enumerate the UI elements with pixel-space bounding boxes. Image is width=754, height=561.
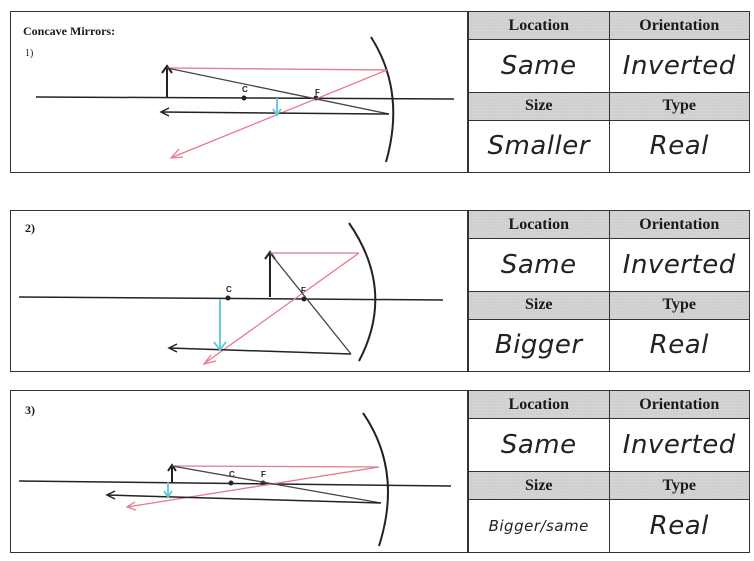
parallel-ray-arrowhead xyxy=(159,107,170,117)
type-answer: Real xyxy=(608,318,750,372)
worksheet-heading: Concave Mirrors: xyxy=(23,24,116,38)
incident-ray-parallel xyxy=(166,67,388,71)
ray-diagram-2: 2) C F xyxy=(10,210,468,372)
size-answer: Smaller xyxy=(468,119,610,173)
concave-mirror xyxy=(348,222,377,362)
type-answer: Real xyxy=(608,499,750,553)
type-answer: Real xyxy=(608,119,750,173)
size-answer: Bigger/same xyxy=(468,499,610,553)
ray-diagram-1: Concave Mirrors: 1) C F xyxy=(10,11,468,173)
location-answer: Same xyxy=(468,39,610,93)
center-point xyxy=(228,480,234,486)
orientation-answer: Inverted xyxy=(608,418,750,472)
orientation-answer: Inverted xyxy=(608,39,750,93)
center-point xyxy=(225,295,231,301)
location-header: Location xyxy=(468,11,610,40)
reflected-ray-through-focus xyxy=(204,252,360,364)
problem-1: Concave Mirrors: 1) C F Location Orienta… xyxy=(10,11,750,173)
location-answer: Same xyxy=(468,238,610,292)
problem-2: 2) C F Location Orientation Same In xyxy=(10,210,750,372)
center-label: C xyxy=(242,85,248,94)
type-header: Type xyxy=(608,91,750,121)
center-label: C xyxy=(229,470,235,479)
type-header: Type xyxy=(608,471,750,500)
principal-axis xyxy=(18,480,452,487)
orientation-header: Orientation xyxy=(608,390,750,419)
reflected-ray-parallel xyxy=(168,347,352,355)
problem-number: 2) xyxy=(25,221,35,235)
incident-ray-parallel xyxy=(171,465,380,468)
ray-diagram-3: 3) C F xyxy=(10,390,468,553)
principal-axis xyxy=(18,296,444,301)
problem-number: 3) xyxy=(25,403,35,417)
concave-mirror xyxy=(362,412,389,547)
parallel-ray-arrowhead xyxy=(105,490,116,500)
orientation-header: Orientation xyxy=(608,210,750,239)
incident-ray-through-focus xyxy=(171,465,382,504)
center-point xyxy=(241,95,247,101)
incident-ray-through-focus xyxy=(269,252,352,355)
incident-ray-through-focus xyxy=(166,67,390,115)
reflected-ray-arrowhead xyxy=(169,148,184,159)
reflected-ray-through-focus xyxy=(126,466,380,508)
size-answer: Bigger xyxy=(468,318,610,372)
problem-3: 3) C F Location Orientation Same In xyxy=(10,390,750,553)
size-header: Size xyxy=(468,91,610,121)
parallel-ray-arrowhead xyxy=(167,343,178,353)
size-header: Size xyxy=(468,290,610,320)
image-arrowhead xyxy=(163,490,173,499)
ray-diagram-svg: C F xyxy=(18,222,444,366)
answer-table-1: Location Orientation Same Inverted Size … xyxy=(468,11,750,173)
image-arrowhead xyxy=(213,341,227,352)
ray-diagram-svg: C F xyxy=(18,412,452,547)
orientation-answer: Inverted xyxy=(608,238,750,292)
answer-table-3: Location Orientation Same Inverted Size … xyxy=(468,390,750,553)
object-arrowhead xyxy=(167,463,177,472)
focal-label: F xyxy=(315,88,320,97)
image-arrowhead xyxy=(272,108,282,117)
center-label: C xyxy=(226,285,232,294)
focal-label: F xyxy=(261,470,266,479)
focal-label: F xyxy=(301,286,306,295)
location-header: Location xyxy=(468,210,610,239)
reflected-ray-parallel xyxy=(106,494,382,504)
reflected-ray-arrowhead xyxy=(202,354,217,366)
answer-table-2: Location Orientation Same Inverted Size … xyxy=(468,210,750,372)
ray-diagram-svg: C F xyxy=(35,36,455,163)
location-answer: Same xyxy=(468,418,610,472)
size-header: Size xyxy=(468,471,610,500)
location-header: Location xyxy=(468,390,610,419)
problem-number: 1) xyxy=(25,48,34,59)
object-arrowhead xyxy=(161,64,173,74)
type-header: Type xyxy=(608,290,750,320)
orientation-header: Orientation xyxy=(608,11,750,40)
reflected-ray-arrowhead xyxy=(125,501,137,511)
concave-mirror xyxy=(370,36,395,163)
